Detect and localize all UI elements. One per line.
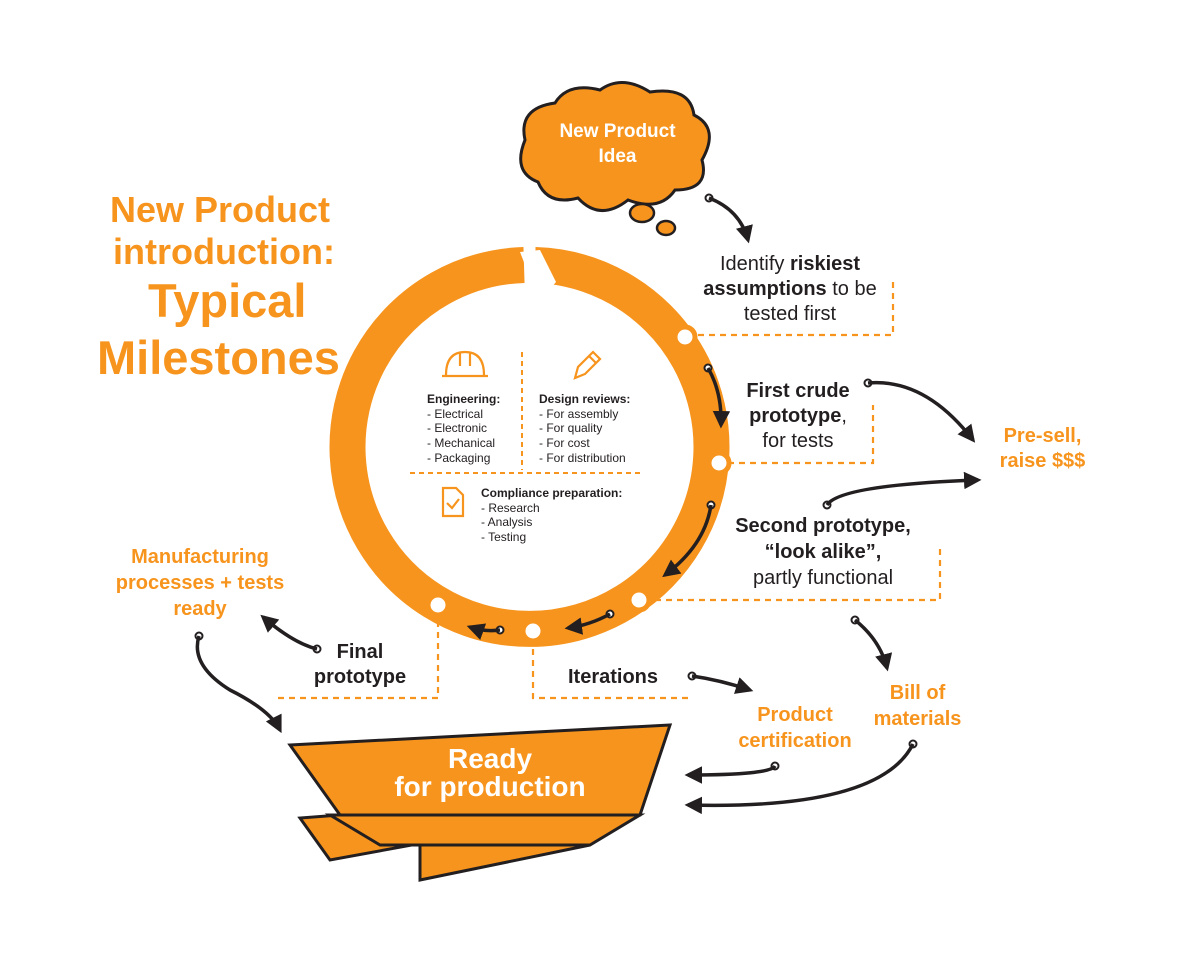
first-prototype-line-3: for tests	[762, 430, 834, 452]
center-dividers	[410, 352, 640, 474]
compliance-block: Compliance preparation: - Research - Ana…	[481, 486, 622, 545]
engineering-heading: Engineering:	[427, 392, 501, 406]
banner-line-1: Ready	[447, 743, 533, 774]
manufacturing-line-2: processes + tests	[115, 572, 285, 594]
bill-line-2: materials	[873, 708, 962, 730]
certification-line-2: certification	[738, 730, 852, 752]
second-prototype-line-2: “look alike”,	[764, 541, 882, 563]
cycle-ring	[329, 247, 730, 647]
engineering-item: - Electrical	[427, 406, 484, 421]
title-line-3: Typical	[148, 274, 307, 327]
riskiest-line-3: tested first	[743, 303, 837, 325]
checklist-document-icon	[441, 486, 465, 518]
design-reviews-item: - For assembly	[539, 406, 619, 421]
design-reviews-item: - For cost	[539, 435, 590, 450]
final-prototype-line-2: prototype	[313, 666, 407, 688]
second-prototype-line-3: partly functional	[752, 567, 894, 589]
compliance-item: - Analysis	[481, 515, 533, 530]
callout-brackets	[278, 282, 942, 700]
design-reviews-block: Design reviews: - For assembly - For qua…	[539, 392, 630, 465]
title-line-2: introduction:	[113, 231, 335, 272]
second-prototype-line-1: Second prototype,	[735, 515, 911, 537]
banner-line-2: for production	[394, 771, 586, 802]
engineering-item: - Packaging	[427, 450, 491, 465]
ribbon-banner	[287, 723, 673, 882]
compliance-item: - Research	[481, 500, 540, 515]
milestone-dots	[425, 324, 732, 644]
compliance-item: - Testing	[481, 529, 527, 544]
compliance-heading: Compliance preparation:	[481, 486, 623, 500]
manufacturing-line-1: Manufacturing	[131, 546, 269, 568]
engineering-item: - Mechanical	[427, 435, 496, 450]
first-prototype-line-2: prototype,	[749, 405, 847, 427]
design-reviews-item: - For distribution	[539, 450, 626, 465]
presell-line-1: Pre-sell,	[1003, 425, 1082, 447]
design-reviews-heading: Design reviews:	[539, 392, 631, 406]
flow-arrows	[195, 196, 982, 815]
iterations-label: Iterations	[567, 666, 659, 688]
certification-line-1: Product	[757, 704, 833, 726]
riskiest-line-1: Identify riskiest	[719, 253, 861, 275]
engineering-block: Engineering: - Electrical - Electronic -…	[427, 392, 500, 465]
idea-cloud	[519, 81, 711, 237]
design-reviews-item: - For quality	[539, 421, 603, 436]
title-line-1: New Product	[110, 189, 331, 230]
cloud-line-2: Idea	[598, 146, 637, 167]
final-prototype-line-1: Final	[336, 641, 384, 663]
title-line-4: Milestones	[97, 331, 340, 384]
manufacturing-line-3: ready	[173, 598, 227, 620]
engineering-item: - Electronic	[427, 421, 488, 436]
bill-line-1: Bill of	[889, 682, 946, 704]
riskiest-line-2: assumptions to be	[703, 278, 877, 300]
hard-hat-icon	[442, 350, 488, 378]
presell-line-2: raise $$$	[999, 450, 1086, 472]
pencil-icon	[573, 350, 602, 380]
first-prototype-line-1: First crude	[746, 380, 850, 402]
cloud-line-1: New Product	[559, 121, 676, 142]
